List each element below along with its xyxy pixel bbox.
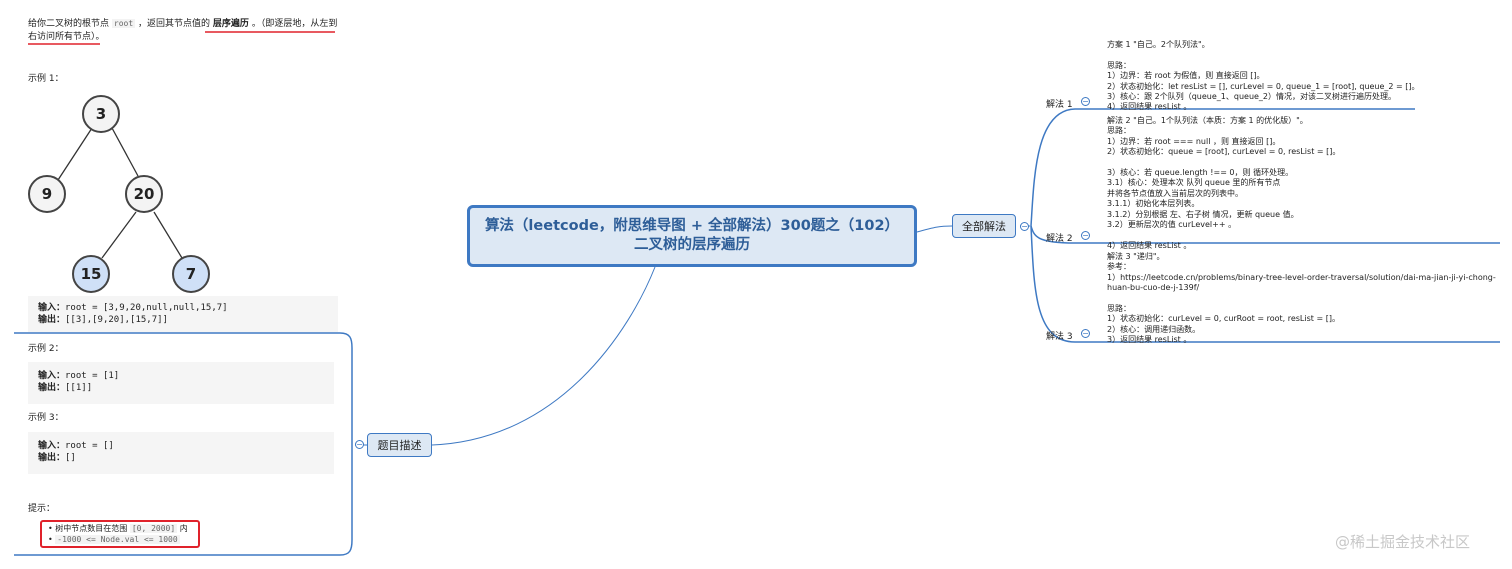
output-value: [] bbox=[65, 453, 76, 463]
topic-label: 全部解法 bbox=[962, 220, 1006, 233]
input-label: 输入： bbox=[38, 371, 66, 381]
hint-code-2: -1000 <= Node.val <= 1000 bbox=[55, 534, 180, 544]
hint-text: 树中节点数目在范围 bbox=[55, 524, 128, 533]
intro-text: 给你二叉树的根节点 bbox=[28, 19, 110, 29]
example-3-title: 示例 3： bbox=[28, 413, 64, 423]
connector-sol2 bbox=[1030, 225, 1500, 244]
connector-problem bbox=[431, 266, 656, 446]
output-label: 输出： bbox=[38, 453, 66, 463]
collapse-solutions-icon[interactable]: − bbox=[1020, 221, 1029, 231]
hint-title: 提示： bbox=[28, 504, 56, 514]
hint-code: [0, 2000] bbox=[129, 524, 178, 533]
output-value: [[3],[9,20],[15,7]] bbox=[65, 315, 168, 325]
hint-box: • 树中节点数目在范围 [0, 2000] 内 • -1000 <= Node.… bbox=[40, 520, 200, 548]
intro-text-2: ，返回其节点值的 bbox=[138, 19, 211, 29]
intro-code: root bbox=[111, 19, 136, 28]
tree-edges bbox=[57, 127, 183, 259]
collapse-solution-1-icon[interactable]: − bbox=[1081, 96, 1090, 106]
hint-text-2: 内 bbox=[179, 524, 188, 533]
example-1-title: 示例 1： bbox=[28, 74, 64, 84]
solution-1-text: 方案 1 "自己。2个队列法"。 思路： 1）边界：若 root 为假值，则 直… bbox=[1107, 40, 1420, 112]
solution-2-text: 解法 2 "自己。1个队列法（本质：方案 1 的优化版）"。 思路： 1）边界：… bbox=[1107, 116, 1341, 250]
tree-node-root: 3 bbox=[82, 95, 120, 133]
tree-node-right-right: 7 bbox=[172, 255, 210, 293]
tree-node-right-left: 15 bbox=[72, 255, 110, 293]
example-2-code: 输入：root = [1] 输出：[[1]] bbox=[28, 362, 334, 404]
example-3-code: 输入：root = [] 输出：[] bbox=[28, 432, 334, 474]
hint-item-1: • 树中节点数目在范围 [0, 2000] 内 bbox=[48, 524, 188, 533]
input-value: root = [] bbox=[65, 441, 114, 451]
problem-intro-line1: 给你二叉树的根节点 root ，返回其节点值的 层序遍历 。（即逐层地，从左到 bbox=[28, 18, 348, 30]
input-value: root = [3,9,20,null,null,15,7] bbox=[65, 303, 228, 313]
collapse-solution-2-icon[interactable]: − bbox=[1081, 230, 1090, 240]
input-value: root = [1] bbox=[65, 371, 120, 381]
connector-sol1 bbox=[1030, 108, 1415, 227]
topic-label: 题目描述 bbox=[377, 439, 422, 452]
topic-problem-description[interactable]: 题目描述 bbox=[367, 433, 432, 457]
output-label: 输出： bbox=[38, 383, 66, 393]
intro-bold: 层序遍历 bbox=[212, 19, 249, 29]
output-value: [[1]] bbox=[65, 383, 93, 393]
collapse-solution-3-icon[interactable]: − bbox=[1081, 328, 1090, 338]
solution-3-text: 解法 3 "递归"。 参考： 1）https://leetcode.cn/pro… bbox=[1107, 252, 1496, 345]
tree-node-left: 9 bbox=[28, 175, 66, 213]
central-title-line2: 二叉树的层序遍历 bbox=[634, 237, 750, 253]
connector-solutions bbox=[916, 225, 953, 233]
solution-1-label[interactable]: 解法 1 bbox=[1046, 100, 1073, 110]
problem-bracket bbox=[14, 332, 353, 556]
example-1-code: 输入：root = [3,9,20,null,null,15,7] 输出：[[3… bbox=[28, 296, 338, 332]
solution-3-label[interactable]: 解法 3 bbox=[1046, 332, 1073, 342]
input-label: 输入： bbox=[38, 441, 66, 451]
output-label: 输出： bbox=[38, 315, 66, 325]
topic-all-solutions[interactable]: 全部解法 bbox=[952, 214, 1016, 238]
central-topic[interactable]: 算法（leetcode，附思维导图 + 全部解法）300题之（102） 二叉树的… bbox=[467, 205, 917, 267]
hint-item-2: • -1000 <= Node.val <= 1000 bbox=[48, 534, 180, 544]
example-2-title: 示例 2： bbox=[28, 344, 64, 354]
intro-text-3: 。（即逐层地，从左到 bbox=[251, 19, 338, 29]
collapse-problem-icon[interactable]: − bbox=[355, 439, 364, 449]
solution-2-label[interactable]: 解法 2 bbox=[1046, 234, 1073, 244]
input-label: 输入： bbox=[38, 303, 66, 313]
watermark: @稀土掘金技术社区 bbox=[1335, 533, 1471, 551]
problem-intro-line2: 右访问所有节点）。 bbox=[28, 32, 105, 42]
tree-node-right: 20 bbox=[125, 175, 163, 213]
connector-sol3 bbox=[1030, 225, 1500, 343]
central-title-line1: 算法（leetcode，附思维导图 + 全部解法）300题之（102） bbox=[484, 218, 900, 234]
